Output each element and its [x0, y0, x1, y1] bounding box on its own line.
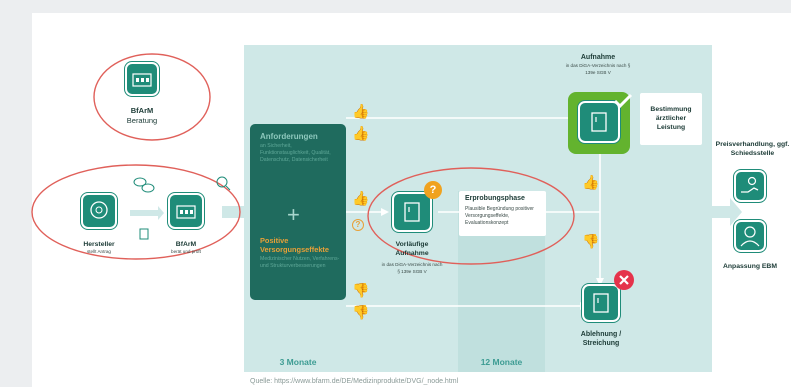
hersteller-arrow: [130, 206, 164, 220]
vorlaeufig-sub: in das DiGA-Verzeichnis nach § 139e SGB …: [381, 262, 443, 274]
source-caption: Quelle: https://www.bfarm.de/DE/Medizinp…: [250, 378, 459, 385]
hersteller-name: Hersteller: [83, 241, 115, 248]
bfarm-beratung-sub: Beratung: [126, 116, 158, 125]
hersteller-head-icon: [81, 193, 117, 229]
vorlaeufig-document-icon: [392, 192, 432, 232]
phase-12-monate: 12 Monate: [480, 357, 523, 367]
ablehnung-document-icon: [582, 284, 620, 322]
erprobung-box: Erprobungsphase Plausible Begründung pos…: [459, 191, 546, 236]
phase-3-monate: 3 Monate: [279, 357, 317, 367]
erprobung-body: Plausible Begründung positiver Versorgun…: [465, 206, 534, 226]
checkmark-icon: [613, 93, 633, 109]
exit-arrow: [712, 198, 742, 226]
money-hand-icon: [734, 170, 766, 202]
versorgungseffekte-title: Positive Versorgungseffekte: [260, 236, 330, 254]
highlight-beratung: [93, 53, 211, 141]
aufnahme-name: Aufnahme: [580, 54, 616, 61]
question-badge-icon: ?: [424, 181, 442, 199]
close-badge-icon: [614, 270, 634, 290]
highlight-erprobung: [367, 167, 575, 265]
person-icon: [734, 220, 766, 252]
vorlaeufig-name: Vorläufige Aufnahme: [395, 241, 429, 257]
bestimmung-box: Bestimmung ärztlicher Leistung: [640, 93, 702, 145]
aufnahme-document-icon: [578, 101, 620, 143]
anpassung-name: Anpassung EBM: [722, 263, 777, 270]
versorgungseffekte-body: Medizinischer Nutzen, Verfahrens- und St…: [260, 256, 340, 269]
thumbs-down-icon: 👎: [582, 233, 600, 249]
thumbs-up-icon: 👍: [582, 174, 600, 190]
aufnahme-sub: in das DiGA-Verzeichnis nach § 139e SGB …: [565, 63, 631, 75]
anforderungen-title: Anforderungen: [260, 132, 318, 141]
document-icon: [139, 228, 149, 240]
bfarm-beratung-name: BfArM: [130, 106, 154, 115]
bestimmung-text: Bestimmung ärztlicher Leistung: [650, 106, 692, 131]
magnifier-icon: [216, 176, 228, 188]
thumbs-up-icon: 👍: [352, 125, 370, 141]
anforderungen-box: Anforderungen an Sicherheit, Funktionsta…: [250, 124, 346, 300]
thumbs-down-icon: 👎: [352, 304, 370, 320]
arrowhead-down: [596, 278, 604, 286]
thumbs-up-icon: 👍: [352, 190, 370, 206]
thumbs-down-icon: 👎: [352, 282, 370, 298]
entry-arrow: [222, 198, 256, 226]
highlight-hersteller: [31, 164, 241, 260]
anforderungen-body: an Sicherheit, Funktionstauglichkeit, Qu…: [260, 143, 331, 163]
arrowhead-vorlaeufig: [381, 208, 389, 216]
thumbs-up-icon: 👍: [352, 103, 370, 119]
bfarm-pruef-name: BfArM: [175, 241, 197, 248]
plus-sign: +: [287, 202, 300, 227]
hersteller-sub: stellt Antrag: [86, 249, 111, 254]
bfarm-pruef-building-icon: [168, 193, 204, 229]
ablehnung-name: Ablehnung / Streichung: [580, 331, 622, 347]
chat-icon: [133, 177, 147, 187]
question-icon: ?: [352, 219, 364, 231]
preis-title: Preisverhandlung, ggf. Schiedsstelle: [715, 141, 790, 157]
bfarm-pruef-sub: berät und prüft: [171, 249, 201, 254]
erprobung-title: Erprobungsphase: [465, 195, 525, 202]
bfarm-building-icon: [125, 62, 159, 96]
